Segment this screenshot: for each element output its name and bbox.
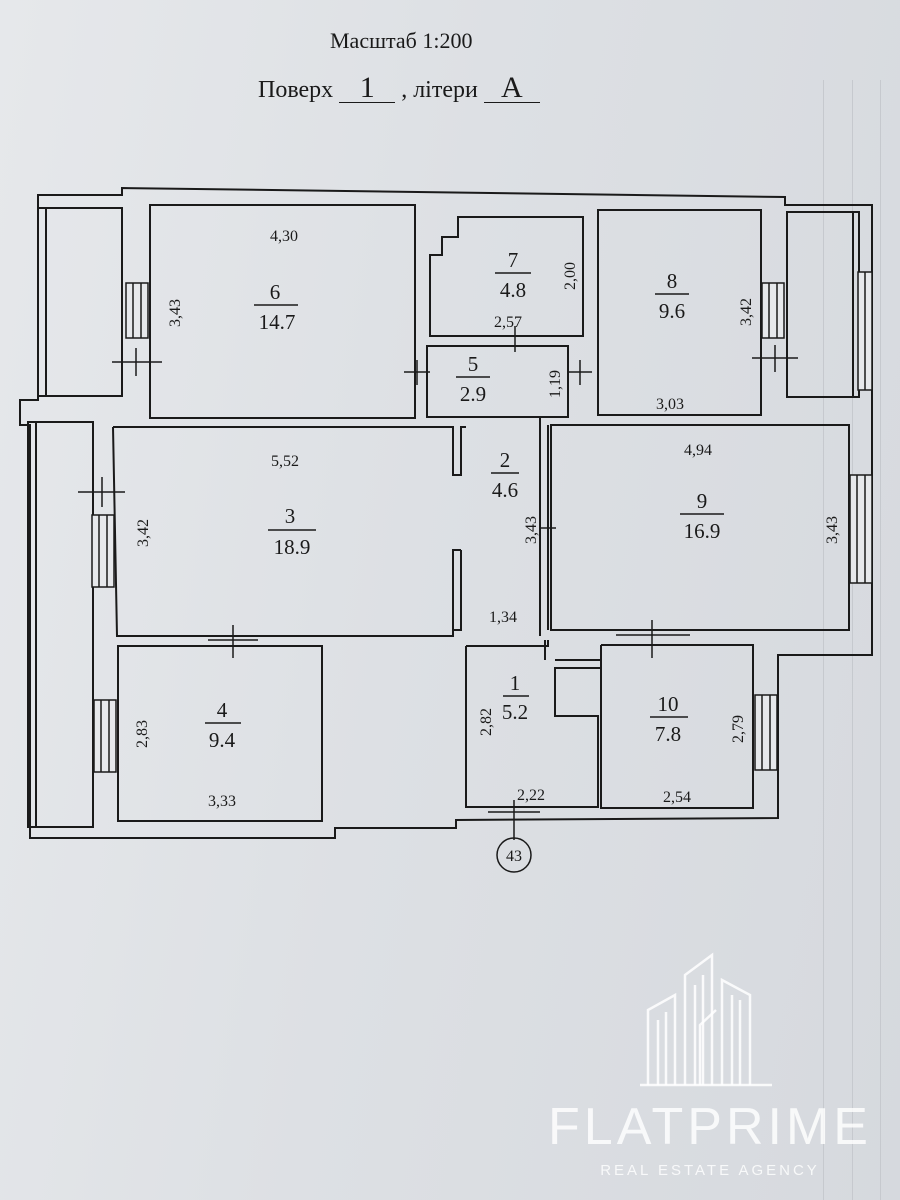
dim-r7-width: 2,57 [494,314,522,331]
room-9-area: 16.9 [684,519,721,543]
apartment-number: 43 [506,848,522,865]
room-7-number: 7 [508,248,519,272]
room-2-area: 4.6 [492,478,518,502]
dim-r8-height: 3,42 [738,298,755,326]
dim-r10-width: 2,54 [663,789,691,806]
letters-label: , літери [401,77,478,103]
room-5-number: 5 [468,352,479,376]
dim-r8-width: 3,03 [656,396,684,413]
dim-r2-height: 3,43 [523,516,540,544]
dim-r6-height: 3,43 [167,299,184,327]
room-6-area: 14.7 [259,310,296,334]
letters-value: А [483,73,540,103]
room-labels: 1 5.2 2 4.6 3 18.9 4 9.4 5 2.9 6 14.7 7 … [205,248,724,752]
room-10-number: 10 [658,692,679,716]
room-4-area: 9.4 [209,728,236,752]
dim-r7-height: 2,00 [562,262,579,290]
dim-r6-width: 4,30 [270,228,298,245]
plan-windows [91,271,873,773]
dim-r9-width: 4,94 [684,442,712,459]
room-5-area: 2.9 [460,382,486,406]
dim-r3-height: 3,42 [135,519,152,547]
room-6-number: 6 [270,280,281,304]
room-3-number: 3 [285,504,296,528]
room-2-number: 2 [500,448,511,472]
room-7-area: 4.8 [500,278,526,302]
dim-r5-height: 1,19 [547,370,564,398]
watermark-brand: FLATPRIME [548,1098,872,1156]
room-1-area: 5.2 [502,700,528,724]
building-logo-icon [640,952,772,1087]
watermark-subtitle: REAL ESTATE AGENCY [600,1162,820,1179]
room-9-number: 9 [697,489,708,513]
room-8-number: 8 [667,269,678,293]
scale-label: Масштаб 1:200 [330,28,473,53]
room-3-area: 18.9 [274,535,311,559]
apartment-number-circle [496,837,532,873]
dim-r1-corridor-width: 1,34 [489,609,517,626]
sheet-grid-line [852,80,853,1200]
dim-r3-width: 5,52 [271,453,299,470]
room-4-number: 4 [217,698,228,722]
sheet-grid-line [823,80,824,1200]
floor-line: Поверх 1 , літери А [258,73,540,104]
room-10-area: 7.8 [655,722,681,746]
dim-r9-height: 3,43 [824,516,841,544]
room-1-number: 1 [510,671,521,695]
watermark: FLATPRIME REAL ESTATE AGENCY [540,950,880,1190]
dim-r1-height: 2,82 [478,708,495,736]
dimension-labels: 4,30 3,43 2,00 2,57 3,42 3,03 1,19 5,52 … [134,228,841,810]
dim-r4-width: 3,33 [208,793,236,810]
dim-r10-height: 2,79 [730,715,747,743]
plan-walls [19,186,873,839]
sheet-grid-line [880,80,881,1200]
dim-r4-height: 2,83 [134,720,151,748]
floor-label: Поверх [258,77,334,103]
room-8-area: 9.6 [659,299,685,323]
floor-value: 1 [339,73,396,103]
plan-doors [78,326,798,832]
dim-r1-width: 2,22 [517,787,545,804]
